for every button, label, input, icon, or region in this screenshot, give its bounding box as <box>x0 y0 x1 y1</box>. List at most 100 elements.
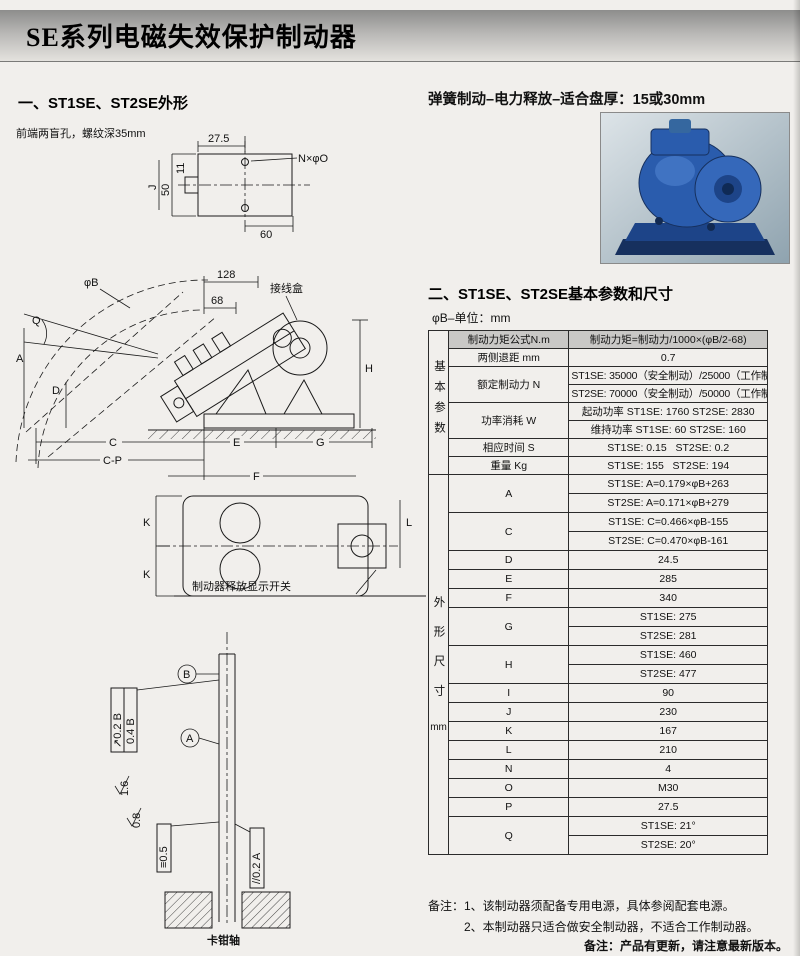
dim-68: 68 <box>211 295 223 307</box>
runout-tolerance-2: 0.4 B <box>125 718 137 744</box>
force-value-st2se: ST2SE: 70000（安全制动）/50000（工作制动） <box>568 384 768 403</box>
dim-value: 90 <box>568 683 768 703</box>
footnote-1: 备注：1、该制动器须配备专用电源，具体参阅配套电源。 <box>428 899 735 913</box>
page-header: SE系列电磁失效保护制动器 <box>0 10 800 62</box>
support-leg <box>283 378 323 415</box>
dim-value: M30 <box>568 778 768 798</box>
brake-photo-illustration <box>601 113 789 263</box>
dim-value: 167 <box>568 721 768 741</box>
dim-label-o: O <box>448 778 570 798</box>
dim-g: G <box>316 437 325 449</box>
roughness-mark <box>126 807 142 827</box>
tolerance-frame <box>156 823 172 873</box>
drawing-caliper-top: K K L 制动器释放显示开关 <box>143 495 426 597</box>
dim-d: D <box>52 385 60 397</box>
ground-hatch <box>148 430 376 439</box>
power-value-start: 起动功率 ST1SE: 1760 ST2SE: 2830 <box>568 402 768 421</box>
brake-base-upper <box>625 223 765 241</box>
dim-50: 50 <box>160 184 172 196</box>
dim-label-i: I <box>448 683 570 703</box>
dim-k2: K <box>143 569 151 581</box>
dim-label-n: N <box>448 759 570 779</box>
drawing-side-view: φB Q 128 68 接线盒 <box>15 269 376 483</box>
dim-k-lines <box>155 495 182 597</box>
dim-label-l: L <box>448 740 570 760</box>
dim-a: A <box>16 353 24 365</box>
product-tagline: 弹簧制动–电力释放–适合盘厚：15或30mm <box>428 92 706 108</box>
symmetry-tolerance: ≡0.5 <box>158 846 170 868</box>
power-value-hold: 维持功率 ST1SE: 60 ST2SE: 160 <box>568 420 768 439</box>
dim-label-f: F <box>448 588 570 608</box>
bolt <box>707 223 715 231</box>
dim-128-68-lines <box>203 276 259 314</box>
drawing-caliper-shaft: B A ↗0.2 B 0.4 B 1.6 0.8 ≡0.5 //0.2 A 卡钳… <box>110 632 291 947</box>
dim-value: 210 <box>568 740 768 760</box>
gap-label: 两侧退距 mm <box>448 348 570 367</box>
torque-formula-value: 制动力矩=制动力/1000×(φB/2-68) <box>568 330 768 349</box>
force-label: 额定制动力 N <box>448 366 570 403</box>
table-group-dimensions: 外形尺寸 mm <box>427 474 450 855</box>
dim-60: 60 <box>260 229 272 241</box>
dim-l: L <box>406 517 412 529</box>
switch-housing <box>337 523 387 569</box>
dim-value: ST2SE: 20° <box>568 835 768 855</box>
dim-value: ST2SE: 281 <box>568 626 768 646</box>
disc-dashed-arcs <box>15 279 217 469</box>
dim-label-j: J <box>448 702 570 722</box>
section1-title: 一、ST1SE、ST2SE外形 <box>18 95 189 112</box>
dim-value: 230 <box>568 702 768 722</box>
holes-label: N×φO <box>298 153 329 165</box>
dim-value: 4 <box>568 759 768 779</box>
dim-f: F <box>253 471 260 483</box>
force-value-st1se: ST1SE: 35000（安全制动）/25000（工作制动） <box>568 366 768 385</box>
caliper-shaft-label: 卡钳轴 <box>207 933 240 947</box>
page-title: SE系列电磁失效保护制动器 <box>26 23 357 52</box>
parameters-table: 基本参数 制动力矩公式N.m 制动力矩=制动力/1000×(φB/2-68) 两… <box>427 330 768 855</box>
section2-title: 二、ST1SE、ST2SE基本参数和尺寸 <box>428 286 674 303</box>
time-value: ST1SE: 0.15 ST2SE: 0.2 <box>568 438 768 457</box>
dim-q: Q <box>32 315 41 327</box>
roughness-0-8: 0.8 <box>131 813 143 828</box>
group2-unit: mm <box>430 722 447 733</box>
dim-value: 340 <box>568 588 768 608</box>
base-plate <box>203 413 355 429</box>
dim-value: ST2SE: C=0.470×φB-161 <box>568 531 768 551</box>
dim-j: J <box>147 185 159 191</box>
brake-terminal <box>669 119 691 133</box>
hole-top <box>241 158 249 166</box>
dim-label-k: K <box>448 721 570 741</box>
dim-label-c: C <box>448 512 570 551</box>
dim-128: 128 <box>217 269 235 281</box>
bolt <box>655 217 663 225</box>
brake-highlight <box>655 156 695 186</box>
dim-label-q: Q <box>448 816 570 855</box>
dim-value: ST2SE: A=0.171×φB+279 <box>568 493 768 513</box>
caliper-body <box>160 312 307 423</box>
roughness-mark <box>114 775 130 795</box>
gap-value: 0.7 <box>568 348 768 367</box>
brake-hub-center <box>722 183 734 195</box>
dim-label-a: A <box>448 474 570 513</box>
dim-value: ST2SE: 477 <box>568 664 768 684</box>
power-label: 功率消耗 W <box>448 402 570 439</box>
dim-value: ST1SE: 275 <box>568 607 768 627</box>
runout-tolerance: ↗0.2 B <box>112 713 124 748</box>
time-label: 相应时间 S <box>448 438 570 457</box>
junction-box-label: 接线盒 <box>270 281 303 295</box>
product-photo <box>600 112 790 264</box>
pad-lower <box>219 548 261 590</box>
dim-label-g: G <box>448 607 570 646</box>
bottom-note: 备注：产品有更新，请注意最新版本。 <box>583 939 788 953</box>
weight-label: 重量 Kg <box>448 456 570 475</box>
pad-upper <box>219 502 261 544</box>
hole-bottom <box>241 204 249 212</box>
dim-h: H <box>365 363 373 375</box>
dim-value: ST1SE: A=0.179×φB+263 <box>568 474 768 494</box>
table-group-basic-params: 基本参数 <box>427 330 450 475</box>
tolerance-frame <box>123 687 138 753</box>
dim-e: E <box>233 437 240 449</box>
mount-tab <box>184 176 199 194</box>
dim-c: C <box>109 437 117 449</box>
dim-k1: K <box>143 517 151 529</box>
